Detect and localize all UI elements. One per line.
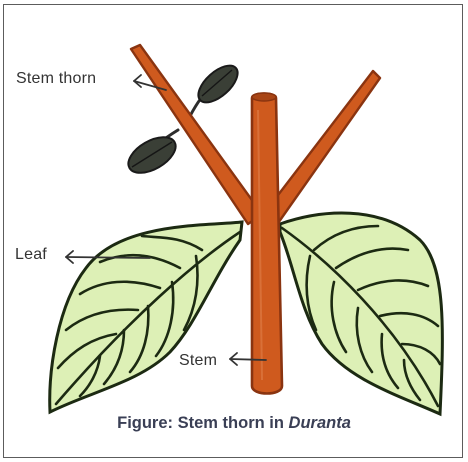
left-leaf: [50, 222, 242, 412]
right-stem-thorn: [262, 71, 380, 226]
leaf-label: Leaf: [15, 246, 47, 264]
main-stem: [252, 93, 282, 394]
figure-caption: Figure: Stem thorn in Duranta: [0, 414, 468, 433]
left-stem-thorn: [131, 45, 262, 224]
caption-prefix: Figure: Stem thorn in: [117, 414, 288, 432]
caption-genus: Duranta: [289, 414, 351, 432]
stem-thorn-label: Stem thorn: [16, 70, 96, 88]
stem-label: Stem: [179, 352, 217, 370]
right-leaf: [280, 213, 442, 414]
